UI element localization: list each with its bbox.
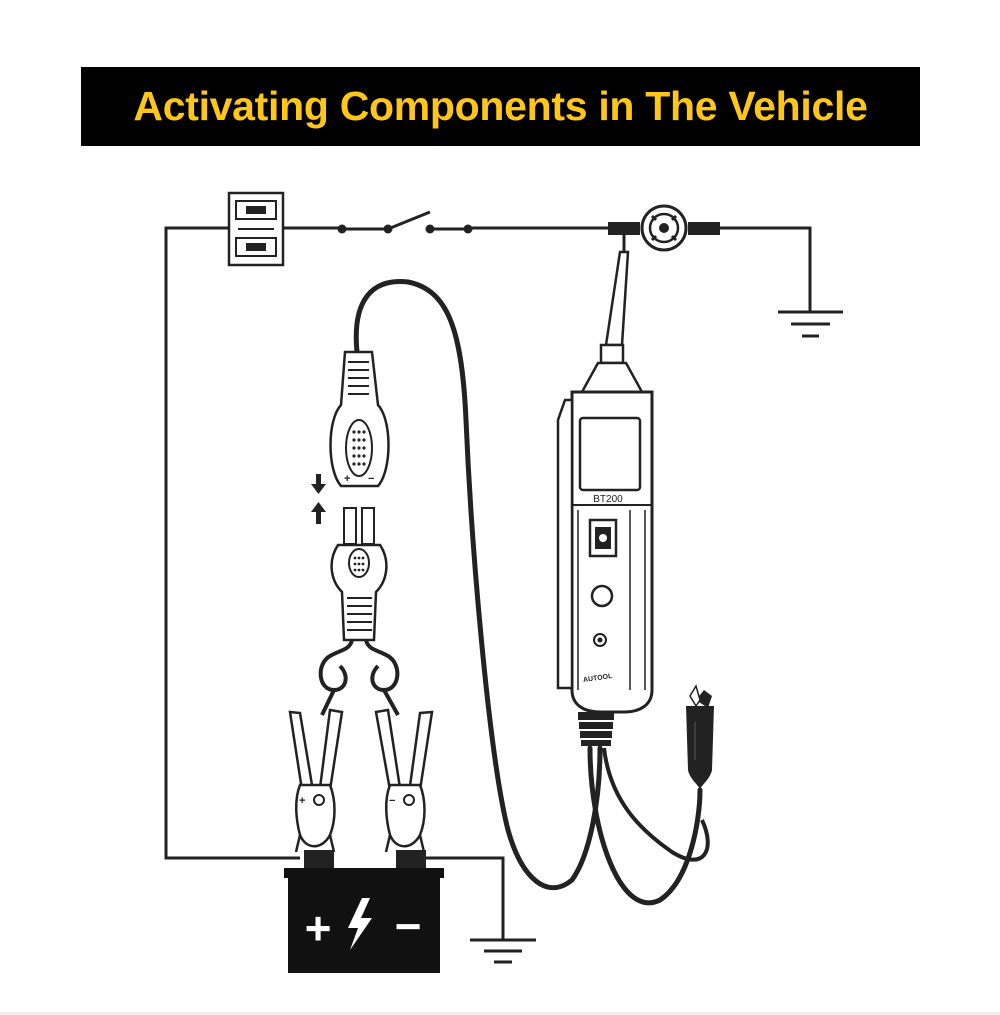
negative-clamp: − bbox=[374, 708, 434, 853]
battery-minus-symbol: − bbox=[395, 900, 422, 952]
connect-arrows-icon bbox=[311, 474, 326, 524]
page-title: Activating Components in The Vehicle bbox=[133, 83, 868, 129]
fuse-box bbox=[227, 191, 285, 267]
bottom-divider bbox=[0, 1012, 1000, 1015]
connector-minus-label: − bbox=[368, 473, 374, 485]
ground-symbol-bottom bbox=[470, 938, 536, 964]
tester-cables bbox=[353, 279, 703, 906]
alligator-clip bbox=[686, 684, 714, 790]
negative-clamp-label: − bbox=[389, 795, 395, 807]
battery: + − bbox=[284, 850, 444, 973]
title-banner: Activating Components in The Vehicle bbox=[81, 67, 920, 146]
connector-plus-label: + bbox=[344, 473, 350, 485]
lightning-icon bbox=[348, 898, 372, 950]
clamp-leads bbox=[318, 639, 400, 716]
switch bbox=[337, 210, 473, 234]
cable-connector-upper: + − bbox=[329, 350, 390, 488]
circuit-wires bbox=[164, 226, 812, 940]
positive-clamp: + bbox=[288, 708, 344, 853]
cable-loop bbox=[602, 747, 710, 862]
load-lamp-icon bbox=[608, 204, 720, 252]
cable-connector-lower bbox=[330, 507, 388, 642]
device-brand-label: AUTOOL bbox=[583, 673, 614, 684]
battery-plus-symbol: + bbox=[305, 902, 332, 954]
positive-clamp-label: + bbox=[299, 795, 305, 807]
power-probe-device: BT200 AUTOOL bbox=[556, 233, 654, 746]
device-button bbox=[590, 584, 614, 608]
device-model-label: BT200 bbox=[593, 494, 623, 505]
ground-symbol-top bbox=[778, 310, 843, 338]
